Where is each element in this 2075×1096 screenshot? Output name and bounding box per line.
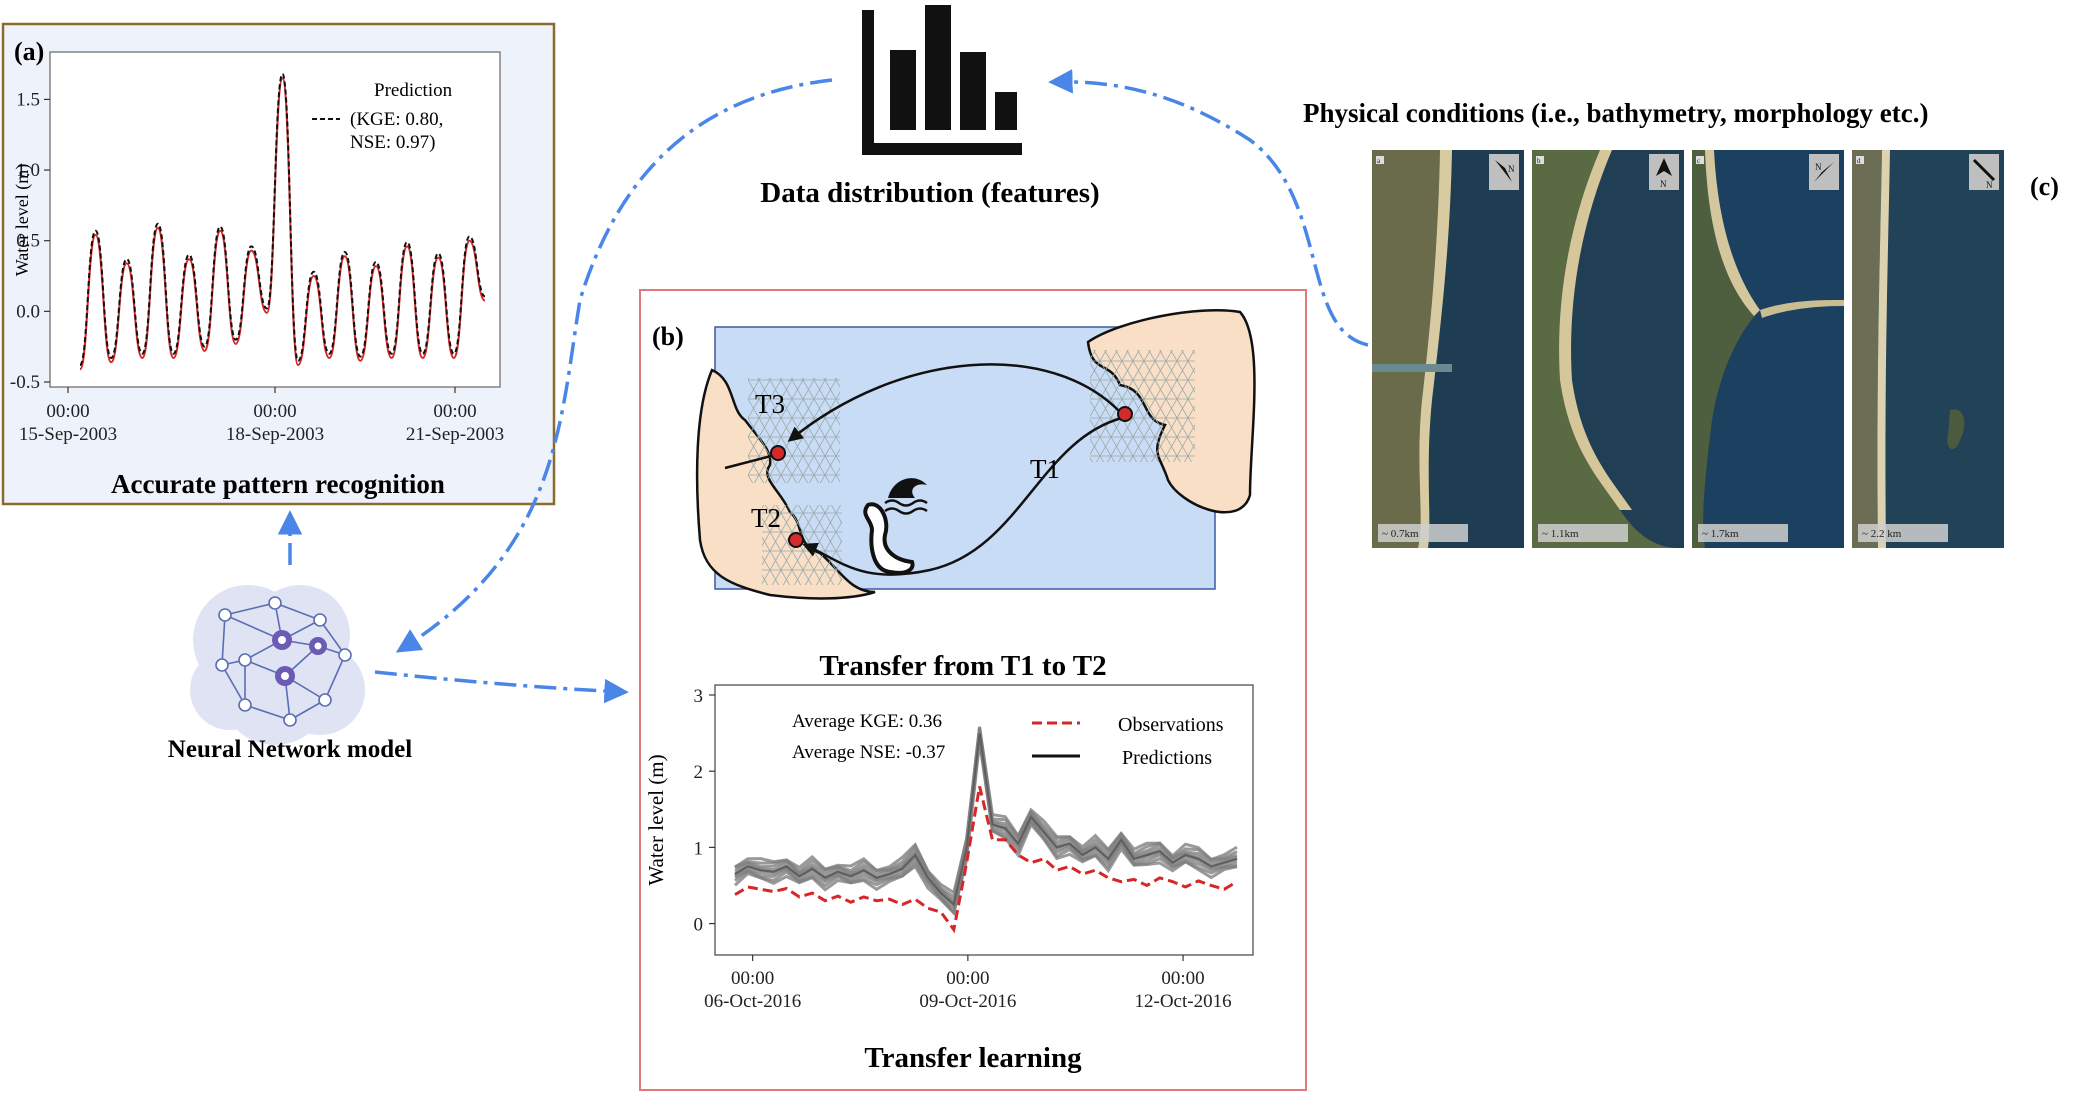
satellite-image-b: b N ~ 1.1km	[1532, 150, 1684, 548]
chart-a-ytick-label: -0.5	[10, 372, 40, 393]
arrow-nn-to-transfer	[375, 672, 624, 692]
chart-b-xtick-time: 00:00	[946, 968, 989, 989]
chart-a-ylabel: Water level (m)	[12, 164, 33, 277]
panel-c-label: (c)	[2030, 172, 2059, 201]
chart-b-xtick-time: 00:00	[731, 968, 774, 989]
chart-a-legend-name: Prediction	[374, 80, 453, 101]
scale-bar-b-label: ~ 1.1km	[1542, 528, 1579, 540]
satellite-image-c: c N ~ 1.7km	[1692, 150, 1844, 548]
chart-b-xtick-date: 09-Oct-2016	[919, 991, 1016, 1012]
satellite-image-c-tag: c	[1697, 157, 1700, 165]
chart-a-legend-nse: NSE: 0.97)	[350, 132, 436, 153]
chart-b-ytick-label: 2	[694, 762, 704, 783]
site-t3-marker	[771, 446, 785, 460]
site-t2-marker	[789, 533, 803, 547]
chart-a-xtick-time: 00:00	[433, 401, 476, 422]
north-arrow-a-label: N	[1508, 164, 1515, 174]
domain-map: T1 T2 T3	[697, 310, 1254, 598]
chart-a-xtick-time: 00:00	[253, 401, 296, 422]
chart-b-ytick-label: 0	[694, 915, 704, 936]
north-arrow-b-label: N	[1660, 179, 1667, 189]
site-t1-marker	[1118, 407, 1132, 421]
panel-c-title: Physical conditions (i.e., bathymetry, m…	[1303, 98, 1928, 128]
scale-bar-a-label: ~ 0.7km	[1382, 528, 1419, 540]
chart-b-nse: Average NSE: -0.37	[792, 742, 945, 763]
panel-b-label: (b)	[652, 322, 684, 351]
chart-a-xtick-date: 18-Sep-2003	[226, 424, 324, 445]
neural-network-label: Neural Network model	[168, 736, 412, 763]
neural-network-icon	[190, 585, 365, 745]
chart-a-ytick-label: 0.0	[16, 301, 40, 322]
north-arrow-a-box	[1489, 154, 1519, 190]
site-t1-label: T1	[1030, 454, 1060, 484]
bar-chart-icon	[862, 5, 1022, 155]
chart-a-ytick-label: 1.5	[16, 89, 40, 110]
north-arrow-c-label: N	[1815, 162, 1822, 172]
scale-bar-c-label: ~ 1.7km	[1702, 528, 1739, 540]
chart-a-xtick-date: 21-Sep-2003	[406, 424, 504, 445]
chart-b-xtick-date: 12-Oct-2016	[1135, 991, 1232, 1012]
site-t3-label: T3	[755, 389, 785, 419]
panel-b-caption: Transfer learning	[864, 1042, 1082, 1074]
satellite-image-d-tag: d	[1857, 157, 1861, 165]
satellite-image-b-tag: b	[1537, 157, 1541, 165]
satellite-image-d: d N ~ 2.2 km	[1852, 150, 2004, 548]
scale-bar-d-label: ~ 2.2 km	[1862, 528, 1902, 540]
chart-a-xtick-date: 15-Sep-2003	[19, 424, 117, 445]
chart-a-legend-kge: (KGE: 0.80,	[350, 109, 443, 130]
chart-b-legend-obs: Observations	[1118, 714, 1224, 736]
chart-b-ylabel: Water level (m)	[644, 754, 668, 885]
transfer-subtitle: Transfer from T1 to T2	[819, 650, 1106, 682]
chart-b-xtick-time: 00:00	[1161, 968, 1204, 989]
chart-b-legend-pred: Predictions	[1122, 747, 1212, 769]
chart-b-ytick-label: 1	[694, 838, 704, 859]
chart-a-xtick-time: 00:00	[46, 401, 89, 422]
satellite-images: a N ~ 0.7km b N ~ 1.1km c	[1372, 150, 2004, 548]
chart-b-kge: Average KGE: 0.36	[792, 711, 942, 732]
panel-a-label: (a)	[14, 37, 44, 66]
chart-b-ytick-label: 3	[694, 686, 704, 707]
panel-a-caption: Accurate pattern recognition	[111, 469, 445, 499]
mesh-t1	[1090, 350, 1195, 462]
site-t2-label: T2	[751, 503, 781, 533]
chart-b-xtick-date: 06-Oct-2016	[704, 991, 801, 1012]
satellite-image-a: a N ~ 0.7km	[1372, 150, 1524, 548]
north-arrow-d-label: N	[1986, 180, 1993, 190]
data-distribution-label: Data distribution (features)	[760, 177, 1099, 209]
